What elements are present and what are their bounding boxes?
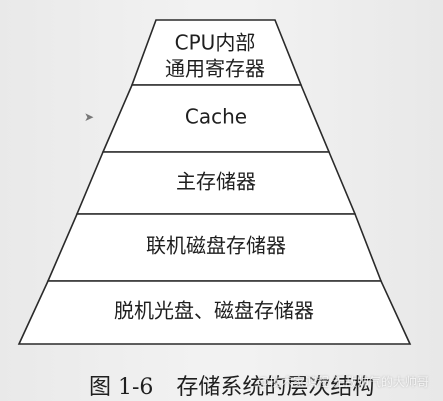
figure-title: 存储系统的层次结构 <box>176 375 375 400</box>
pyramid-level-cache: Cache <box>101 84 331 153</box>
pyramid-level-cpu-registers: CPU内部 通用寄存器 <box>130 19 303 86</box>
level-5-label: 脱机光盘、磁盘存储器 <box>114 299 314 323</box>
watermark-text: @技术家鸿程 无敌帅气的大帅哥 <box>257 375 429 389</box>
figure-caption: 图 1-6 存储系统的层次结构 <box>89 369 374 401</box>
pyramid-level-offline-storage: 脱机光盘、磁盘存储器 <box>17 280 412 345</box>
cursor-arrow-icon: ➤ <box>84 110 95 124</box>
level-1-label-line-2: 通用寄存器 <box>165 57 265 81</box>
pyramid-level-online-disk: 联机磁盘存储器 <box>46 213 383 282</box>
level-1-label-line-1: CPU内部 <box>175 31 256 55</box>
figure-number: 图 1-6 <box>89 375 154 400</box>
level-2-label: Cache <box>185 105 247 129</box>
level-3-label: 主存储器 <box>176 170 256 194</box>
level-4-label: 联机磁盘存储器 <box>146 234 286 258</box>
pyramid-level-main-memory: 主存储器 <box>75 151 357 215</box>
